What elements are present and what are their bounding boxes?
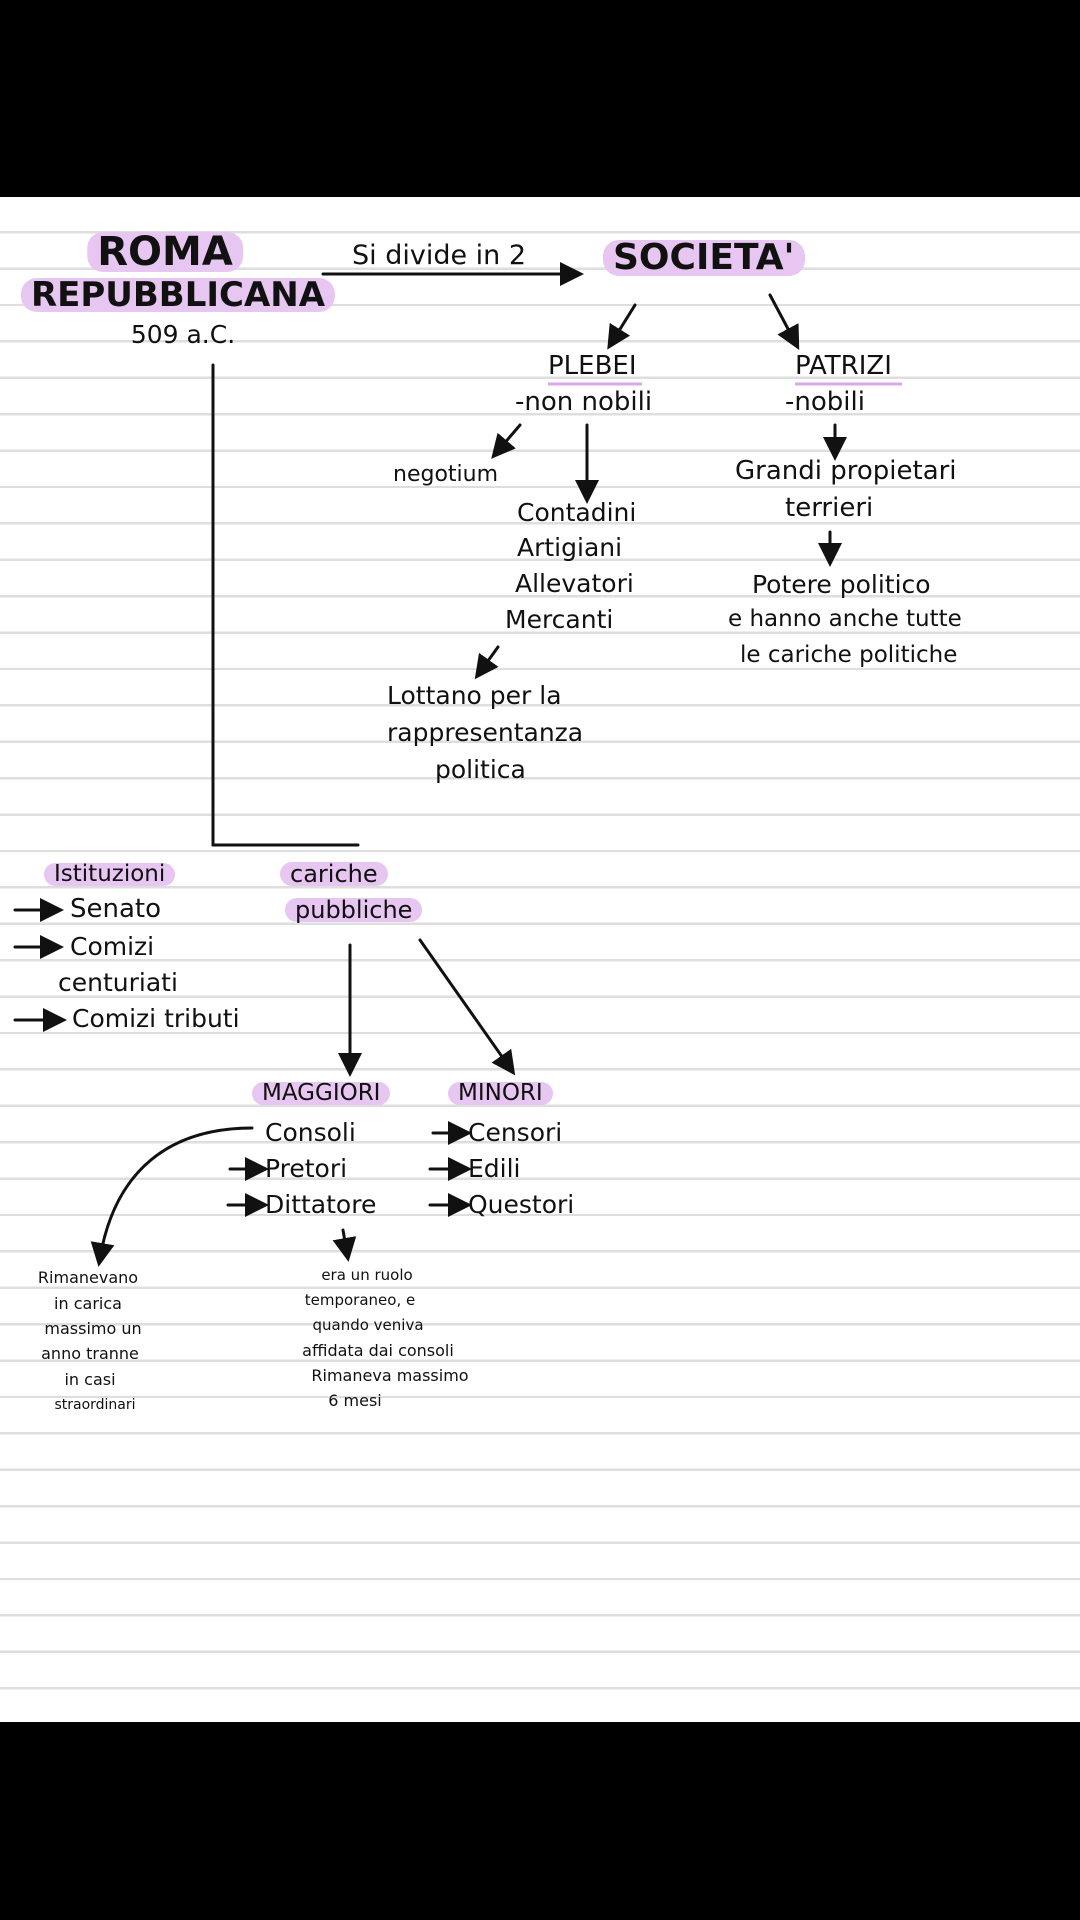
dittatore-note: Rimaneva massimo	[311, 1366, 469, 1385]
plebei-title: PLEBEI	[548, 351, 637, 381]
dittatore-note: quando veniva	[312, 1316, 424, 1334]
cariche-title-2: pubbliche	[285, 898, 423, 922]
consoli-note: in carica	[54, 1294, 122, 1313]
title-repubblicana: REPUBBLICANA	[20, 278, 336, 312]
consoli-note: straordinari	[54, 1397, 136, 1413]
arrow-consoli-note	[90, 1126, 254, 1267]
maggiori-title: MAGGIORI	[252, 1082, 391, 1105]
arrow-dittatore-note	[332, 1228, 357, 1262]
dittatore-note: era un ruolo	[321, 1266, 413, 1284]
patrizi-power: Potere politico	[752, 570, 931, 599]
istituzioni-item: Comizi tributi	[72, 1004, 240, 1033]
plebei-job: Artigiani	[517, 533, 623, 562]
consoli-note: anno tranne	[41, 1344, 139, 1363]
patrizi-subtitle: -nobili	[785, 387, 865, 417]
arrow-patrizi	[768, 293, 800, 350]
plebei-job: Mercanti	[505, 605, 614, 634]
lined-paper	[0, 197, 1080, 1722]
title-roma: ROMA	[87, 232, 243, 272]
title-date: 509 a.C.	[130, 320, 236, 349]
istituzioni-item: Senato	[70, 894, 162, 924]
plebei-negotium: negotium	[393, 462, 499, 487]
patrizi-power: le cariche politiche	[740, 642, 958, 668]
istituzioni-item: Comizi	[70, 932, 155, 961]
istituzioni-item: centuriati	[58, 968, 178, 997]
plebei-job: Contadini	[517, 498, 637, 527]
consoli-note: massimo un	[44, 1319, 142, 1338]
society-title: SOCIETA'	[603, 240, 805, 276]
arrow-minori	[418, 938, 516, 1076]
minori-item: Questori	[468, 1190, 575, 1219]
consoli-note: Rimanevano	[37, 1268, 139, 1287]
arrow-negotium	[491, 423, 522, 459]
dittatore-note: temporaneo, e	[304, 1291, 416, 1309]
istituzioni-title: Istituzioni	[44, 863, 176, 886]
arrow-plebei	[607, 303, 637, 350]
patrizi-power: e hanno anche tutte	[728, 606, 962, 632]
plebei-subtitle: -non nobili	[515, 387, 653, 417]
cariche-title: cariche	[280, 862, 388, 886]
patrizi-owners: Grandi propietari	[735, 456, 957, 486]
minori-title: MINORI	[448, 1082, 553, 1105]
dittatore-note: affidata dai consoli	[302, 1341, 454, 1360]
arrow-struggle	[474, 645, 500, 680]
divide-label: Si divide in 2	[352, 240, 527, 271]
consoli-note: in casi	[64, 1370, 116, 1389]
dittatore-note: 6 mesi	[328, 1391, 382, 1410]
plebei-struggle: Lottano per la	[387, 681, 562, 710]
plebei-job: Allevatori	[515, 569, 634, 598]
maggiori-item: Consoli	[265, 1118, 356, 1147]
maggiori-item: Dittatore	[265, 1190, 377, 1219]
patrizi-title: PATRIZI	[795, 351, 892, 381]
plebei-struggle: rappresentanza	[387, 718, 584, 747]
patrizi-owners: terrieri	[785, 493, 874, 523]
minori-item: Censori	[468, 1118, 563, 1147]
minori-item: Edili	[468, 1154, 521, 1183]
maggiori-item: Pretori	[265, 1154, 348, 1183]
plebei-struggle: politica	[435, 755, 526, 784]
